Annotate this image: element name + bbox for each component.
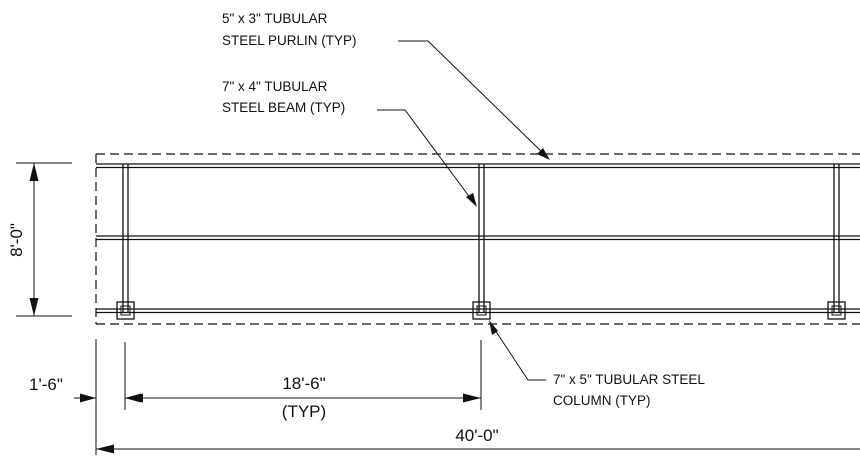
purlin-top: [96, 163, 860, 169]
column-note-line2: COLUMN (TYP): [553, 393, 651, 408]
height-arrow-bottom: [29, 298, 39, 316]
purlin-leader: [398, 40, 547, 157]
spacing-dimension: 18'-6" (TYP): [125, 374, 481, 421]
offset-arrow-left: [80, 393, 96, 403]
purlin-leader-arrow: [537, 148, 550, 160]
spacing-arrow-right: [463, 393, 481, 403]
extension-lines: [95, 339, 482, 455]
beam-leader: [377, 109, 475, 204]
overall-dimension: 40'-0": [96, 426, 860, 454]
beams: [122, 164, 840, 313]
purlin-middle: [96, 235, 860, 241]
purlin-note-line2: STEEL PURLIN (TYP): [222, 33, 357, 48]
beam-note: 7" x 4" TUBULAR STEEL BEAM (TYP): [222, 79, 477, 207]
height-dimension: 8'-0": [7, 162, 72, 317]
column-1: [116, 301, 135, 320]
purlin-note: 5" x 3" TUBULAR STEEL PURLIN (TYP): [222, 11, 550, 160]
beam-note-line2: STEEL BEAM (TYP): [222, 100, 345, 115]
overall-arrow-left: [96, 444, 114, 454]
purlin-bottom: [96, 308, 860, 314]
beam-2: [478, 164, 485, 313]
columns: [116, 301, 846, 320]
column-note-line1: 7" x 5" TUBULAR STEEL: [553, 372, 705, 387]
column-3: [827, 301, 846, 320]
purlins: [96, 163, 860, 314]
column-note: 7" x 5" TUBULAR STEEL COLUMN (TYP): [489, 320, 705, 408]
overall-dim-text: 40'-0": [455, 426, 498, 445]
offset-dim-text: 1'-6": [29, 375, 63, 394]
beam-1: [122, 164, 129, 313]
beam-3: [833, 164, 840, 313]
column-leader-arrow: [489, 320, 498, 335]
height-dim-text: 8'-0": [7, 223, 26, 257]
height-arrow-top: [29, 163, 39, 181]
spacing-dim-note: (TYP): [282, 402, 326, 421]
beam-leader-arrow: [466, 193, 477, 207]
offset-dimension: 1'-6": [29, 375, 141, 403]
column-leader: [490, 323, 546, 381]
spacing-arrow-left: [125, 393, 143, 403]
spacing-dim-text: 18'-6": [282, 374, 325, 393]
purlin-note-line1: 5" x 3" TUBULAR: [222, 11, 328, 26]
column-2: [472, 301, 491, 320]
beam-note-line1: 7" x 4" TUBULAR: [222, 79, 328, 94]
